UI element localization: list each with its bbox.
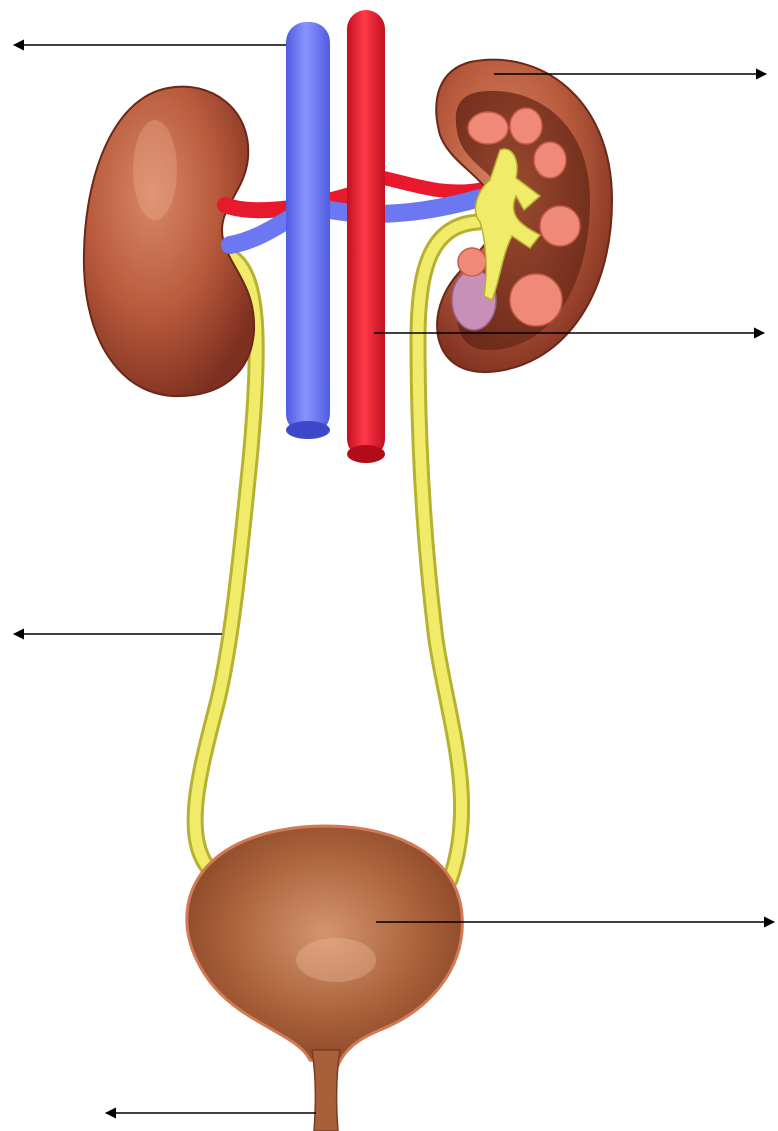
bladder [187,826,462,1065]
vena-cava [286,22,330,439]
urethra [312,1050,340,1131]
aorta [347,10,385,463]
right-kidney-cross-section [436,60,612,372]
